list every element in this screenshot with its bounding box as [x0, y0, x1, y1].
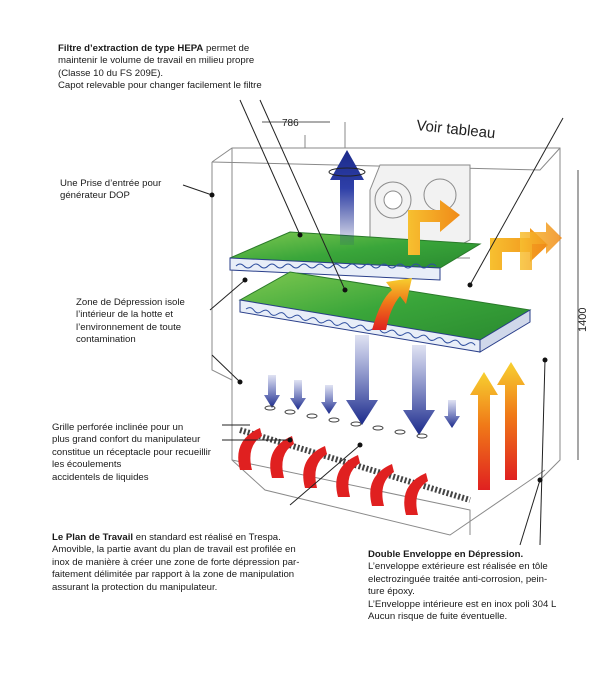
work-surface-title: Le Plan de Travail	[52, 532, 134, 543]
plan-line-1: Amovible, la partie avant du plan de tra…	[52, 544, 296, 556]
grille-line-5: accidentels de liquides	[52, 471, 149, 483]
exhaust-airflow-arrow	[328, 150, 366, 245]
dimension-lines	[262, 121, 579, 460]
depression-line-2: l’intérieur de la hotte et	[76, 309, 174, 321]
hepa-filter-note: Filtre d’extraction de type HEPA permet …	[58, 43, 262, 93]
envelope-line-2: electrozinguée traitée anti-corrosion, p…	[368, 573, 548, 585]
front-suction-arrows	[238, 428, 428, 515]
envelope-line-3: ture époxy.	[368, 586, 415, 598]
dop-inlet-note: Une Prise d’entrée pour générateur DOP	[60, 178, 161, 203]
grille-line-3: constitue un réceptacle pour recueillir	[52, 446, 211, 458]
work-surface-title-rest: en standard est réalisé en Trespa.	[133, 532, 281, 543]
width-dimension: 786	[282, 118, 299, 129]
plan-line-3: faitement délimitée par rapport à la zon…	[52, 569, 295, 581]
depression-line-3: l’environnement de toute	[76, 321, 182, 333]
voir-tableau-label: Voir tableau	[416, 117, 497, 142]
depression-line-1: Zone de Dépression isole	[76, 297, 185, 308]
plan-line-4: assurant la protection du manipulateur.	[52, 581, 218, 593]
envelope-line-4: L’Enveloppe intérieure est en inox poli …	[368, 598, 557, 610]
plan-line-2: inox de manière à créer une zone de fort…	[52, 556, 300, 568]
grille-note: Grille perforée inclinée pour un plus gr…	[52, 422, 211, 484]
hepa-line-3: Capot relevable pour changer facilement …	[58, 80, 262, 92]
callout-dots	[209, 192, 548, 483]
envelope-line-1: L’enveloppe extérieure est réalisée en t…	[368, 561, 548, 573]
hepa-line-1: maintenir le volume de travail en milieu…	[58, 55, 255, 67]
hepa-filter-title-rest: permet de	[203, 43, 250, 54]
envelope-line-5: Aucun risque de fuite éventuelle.	[368, 611, 508, 623]
hot-exhaust-flow	[372, 200, 562, 330]
hepa-filter-title: Filtre d’extraction de type HEPA	[58, 43, 204, 54]
double-envelope-title: Double Enveloppe en Dépression.	[368, 549, 524, 560]
downflow-arrows	[264, 335, 460, 435]
depression-zone-note: Zone de Dépression isole l’intérieur de …	[76, 297, 185, 347]
height-dimension: 1400	[577, 308, 589, 332]
double-envelope-note: Double Enveloppe en Dépression. L’envelo…	[368, 549, 556, 623]
depression-line-4: contamination	[76, 334, 136, 346]
dop-line-1: Une Prise d’entrée pour	[60, 178, 162, 189]
work-surface-note: Le Plan de Travail en standard est réali…	[52, 532, 299, 594]
grille-line-2: plus grand confort du manipulateur	[52, 434, 201, 446]
callout-leader-lines	[182, 99, 564, 546]
dop-line-2: générateur DOP	[60, 190, 130, 202]
grille-line-1: Grille perforée inclinée pour un	[52, 422, 184, 433]
side-hot-flows	[470, 362, 525, 490]
hepa-line-2: (Classe 10 du FS 209E).	[58, 67, 164, 79]
grille-line-4: les écoulements	[52, 459, 122, 471]
